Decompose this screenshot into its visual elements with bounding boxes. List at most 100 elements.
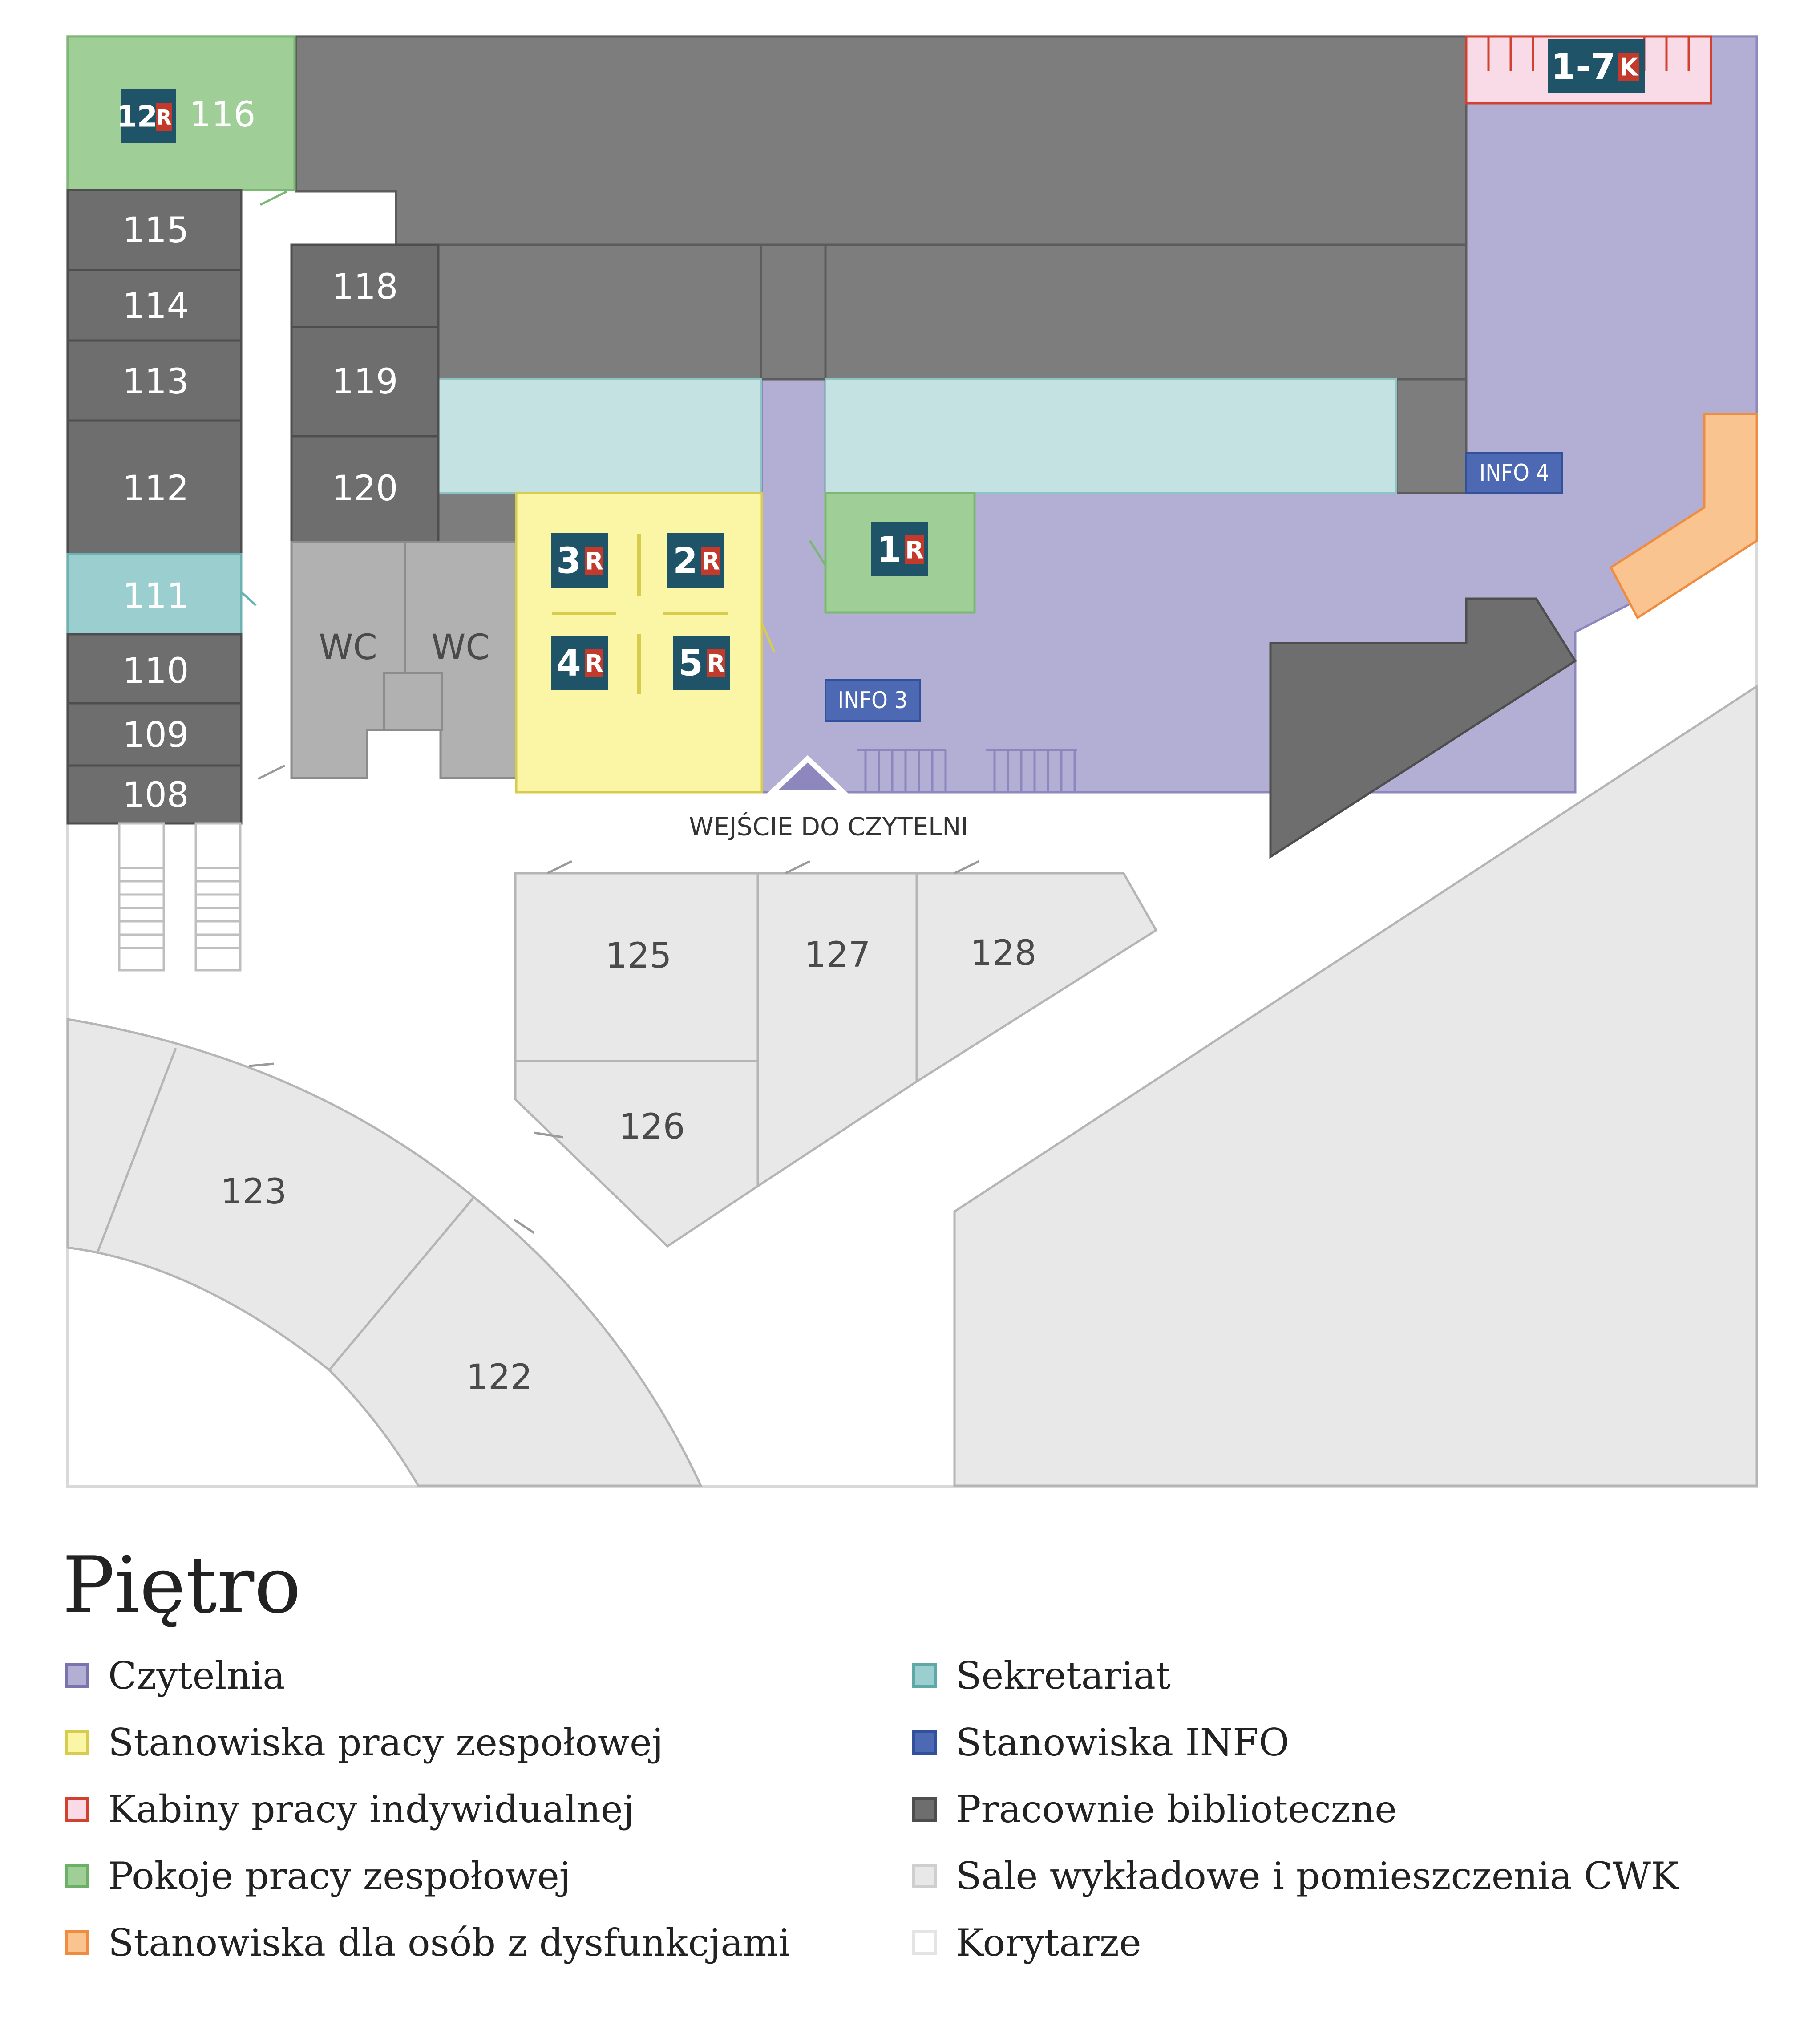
- room-114-label: 114: [123, 286, 189, 326]
- room-123-divider: [97, 1048, 177, 1252]
- library-workroom-angled[interactable]: [1269, 597, 1577, 859]
- badge-2r-tag: R: [701, 547, 720, 575]
- door-marks: [240, 190, 980, 1234]
- room-111[interactable]: [66, 553, 243, 636]
- legend-label: Stanowiska pracy zespołowej: [108, 1721, 663, 1764]
- room-125-label: 125: [606, 936, 672, 976]
- badge-3r-tag: R: [585, 547, 603, 575]
- badge-12r-number: 12: [117, 100, 158, 134]
- room-110[interactable]: [66, 633, 243, 705]
- room-109[interactable]: [66, 702, 243, 767]
- room-114[interactable]: [66, 269, 243, 342]
- room-116[interactable]: [66, 35, 296, 191]
- badge-4r[interactable]: 4 R: [551, 636, 608, 690]
- legend-label: Korytarze: [956, 1921, 1141, 1965]
- entrance-arrow: [765, 755, 850, 795]
- legend-item: Sekretariat: [912, 1642, 1679, 1709]
- badge-1r[interactable]: 1 R: [871, 522, 928, 576]
- legend-item: Pracownie biblioteczne: [912, 1776, 1679, 1843]
- stairs-reading-room: [857, 749, 1077, 792]
- room-123-label: 123: [221, 1172, 287, 1212]
- badge-4r-number: 4: [556, 643, 581, 684]
- badge-1r-number: 1: [877, 529, 902, 571]
- room-113[interactable]: [66, 339, 243, 422]
- badge-3r[interactable]: 3 R: [551, 533, 608, 588]
- wc-2-label: WC: [431, 628, 490, 668]
- badge-12r-tag: R: [156, 105, 171, 130]
- legend-left-column: Czytelnia Stanowiska pracy zespołowej Ka…: [65, 1642, 790, 1976]
- badge-1-7k[interactable]: 1-7 K: [1548, 39, 1645, 93]
- library-workroom-d[interactable]: [1395, 378, 1468, 494]
- badge-1-7k-tag: K: [1619, 53, 1639, 81]
- room-125[interactable]: [514, 872, 759, 1062]
- badge-5r[interactable]: 5 R: [673, 636, 730, 690]
- legend-swatch: [65, 1797, 89, 1822]
- badge-12r[interactable]: 12 R: [117, 89, 176, 143]
- room-109-label: 109: [123, 715, 189, 755]
- legend-label: Sekretariat: [956, 1654, 1171, 1698]
- floor-plan-map: INFO 3 INFO 4 116 115 114 113 112 111 11…: [66, 35, 1758, 1488]
- library-workroom-a[interactable]: [437, 243, 762, 381]
- wc-1-label: WC: [319, 628, 377, 668]
- library-workroom-b[interactable]: [760, 243, 827, 381]
- wc-vestibule: [383, 672, 443, 731]
- room-123[interactable]: [66, 1018, 476, 1372]
- room-116-label: 116: [190, 95, 256, 135]
- legend-label: Pokoje pracy zespołowej: [108, 1854, 571, 1898]
- room-120[interactable]: [290, 435, 440, 543]
- secretariat-strip-b[interactable]: [825, 378, 1397, 494]
- room-126-label: 126: [619, 1107, 685, 1147]
- legend-item: Pokoje pracy zespołowej: [65, 1843, 790, 1909]
- room-112-label: 112: [123, 469, 189, 509]
- legend-swatch: [912, 1663, 937, 1688]
- legend-swatch: [912, 1864, 937, 1888]
- legend-label: Kabiny pracy indywidualnej: [108, 1787, 635, 1831]
- badge-3r-number: 3: [556, 540, 581, 582]
- legend-item: Stanowiska INFO: [912, 1709, 1679, 1776]
- legend-swatch: [65, 1663, 89, 1688]
- secretariat-strip-a[interactable]: [437, 378, 762, 494]
- room-119[interactable]: [290, 326, 440, 438]
- room-113-label: 113: [123, 362, 189, 402]
- badge-5r-number: 5: [678, 643, 703, 684]
- legend-item: Stanowiska pracy zespołowej: [65, 1709, 790, 1776]
- legend-item: Stanowiska dla osób z dysfunkcjami: [65, 1909, 790, 1976]
- lecture-hall-large[interactable]: [953, 684, 1758, 1487]
- legend-swatch: [912, 1730, 937, 1755]
- room-108-label: 108: [123, 775, 189, 815]
- badge-2r-number: 2: [673, 540, 698, 582]
- room-108[interactable]: [66, 764, 243, 825]
- info-desk-3-label: INFO 3: [837, 687, 907, 714]
- badge-1-7k-number: 1-7: [1551, 46, 1616, 88]
- stairs-left: [118, 822, 242, 972]
- badge-5r-tag: R: [707, 650, 725, 678]
- legend-label: Stanowiska INFO: [956, 1721, 1290, 1764]
- library-workroom-e[interactable]: [437, 492, 518, 543]
- legend-swatch: [912, 1930, 937, 1955]
- legend-right-column: Sekretariat Stanowiska INFO Pracownie bi…: [912, 1642, 1679, 1976]
- legend-swatch: [65, 1864, 89, 1888]
- entrance-label: WEJŚCIE DO CZYTELNI: [689, 813, 968, 842]
- legend-item: Sale wykładowe i pomieszczenia CWK: [912, 1843, 1679, 1909]
- room-110-label: 110: [123, 651, 189, 691]
- room-126[interactable]: [514, 1060, 759, 1248]
- room-111-label: 111: [123, 576, 189, 616]
- legend-swatch: [65, 1730, 89, 1755]
- legend-label: Stanowiska dla osób z dysfunkcjami: [108, 1921, 790, 1965]
- info-desk-4[interactable]: [1465, 452, 1563, 494]
- room-122[interactable]: [328, 1195, 703, 1487]
- room-128[interactable]: [915, 872, 1158, 1084]
- room-119-label: 119: [332, 362, 398, 402]
- legend-label: Pracownie biblioteczne: [956, 1787, 1397, 1831]
- info-desk-3[interactable]: [825, 679, 921, 722]
- badge-2r[interactable]: 2 R: [667, 533, 724, 588]
- accessible-stations[interactable]: [1609, 413, 1758, 620]
- legend-item: Korytarze: [912, 1909, 1679, 1976]
- room-115-label: 115: [123, 211, 189, 251]
- room-112[interactable]: [66, 419, 243, 555]
- room-127-label: 127: [805, 935, 871, 975]
- library-workroom-c[interactable]: [824, 243, 1468, 381]
- legend-swatch: [65, 1930, 89, 1955]
- library-workroom-top[interactable]: [295, 35, 1468, 246]
- legend-item: Kabiny pracy indywidualnej: [65, 1776, 790, 1843]
